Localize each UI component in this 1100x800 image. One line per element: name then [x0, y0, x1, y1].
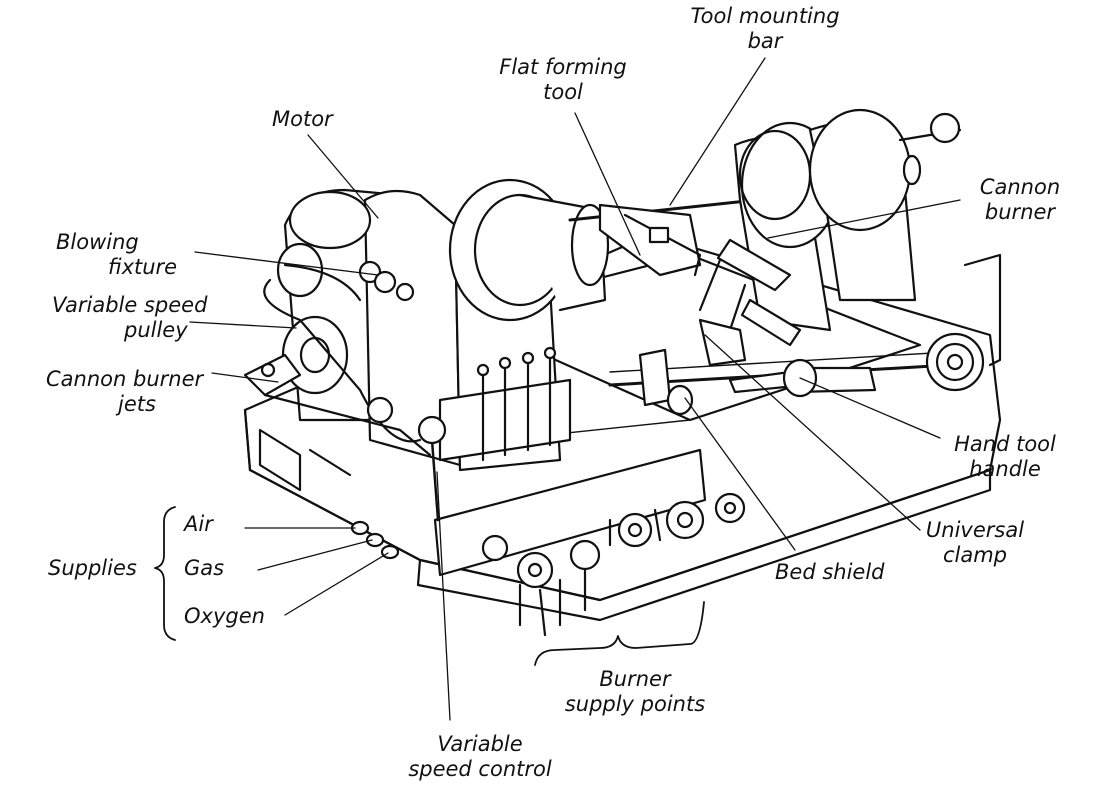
label-variable-speed-control-line2: speed control — [408, 757, 552, 781]
label-cannon-burner-jets-line1: Cannon burner — [46, 367, 204, 391]
supply-valves — [481, 492, 746, 637]
label-variable-speed-pulley: Variable speed pulley — [52, 293, 207, 343]
label-bed-shield: Bed shield — [775, 560, 885, 584]
speed-lever — [417, 415, 447, 522]
label-universal-clamp: Universal clamp — [905, 518, 1045, 568]
label-hand-tool-handle: Hand tool handle — [935, 432, 1075, 482]
label-burner-supply-points-line1: Burner — [599, 667, 671, 691]
label-universal-clamp-line1: Universal — [925, 518, 1025, 542]
label-cannon-burner-jets: Cannon burner jets — [46, 367, 203, 417]
label-oxygen: Oxygen — [184, 604, 265, 628]
label-variable-speed-pulley-line1: Variable speed — [52, 293, 208, 317]
label-blowing-fixture: Blowing fixture — [56, 230, 177, 280]
control-rods — [476, 346, 557, 462]
label-burner-supply-points: Burner supply points — [535, 667, 735, 717]
label-tool-mounting-bar: Tool mounting bar — [680, 4, 850, 54]
label-hand-tool-handle-line2: handle — [969, 457, 1041, 481]
cannon-burner — [698, 238, 802, 347]
label-cannon-burner-line2: burner — [984, 200, 1056, 224]
label-gas: Gas — [184, 556, 225, 580]
label-universal-clamp-line2: clamp — [942, 543, 1008, 567]
label-hand-tool-handle-line1: Hand tool — [954, 432, 1056, 456]
label-blowing-fixture-line1: Blowing — [56, 230, 139, 254]
label-motor: Motor — [272, 107, 333, 131]
burner-jets — [243, 353, 432, 457]
label-variable-speed-control-line1: Variable — [437, 732, 523, 756]
label-variable-speed-pulley-line2: pulley — [124, 318, 188, 342]
label-blowing-fixture-line2: fixture — [108, 255, 178, 279]
braces — [154, 506, 705, 666]
label-tool-mounting-bar-line1: Tool mounting — [690, 4, 840, 28]
label-tool-mounting-bar-line2: bar — [747, 29, 783, 53]
label-flat-forming-tool: Flat forming tool — [488, 55, 638, 105]
label-cannon-burner-line1: Cannon — [979, 175, 1061, 199]
label-cannon-burner: Cannon burner — [955, 175, 1085, 225]
label-flat-forming-tool-line1: Flat forming — [499, 55, 627, 79]
label-supplies: Supplies — [48, 556, 137, 580]
label-flat-forming-tool-line2: tool — [543, 80, 583, 104]
label-cannon-burner-jets-line2: jets — [118, 392, 156, 416]
label-burner-supply-points-line2: supply points — [564, 692, 706, 716]
tailstock-right — [733, 108, 962, 332]
supply-nozzles — [350, 520, 400, 560]
motor-pulleys — [263, 190, 422, 443]
leader-lines — [189, 57, 961, 721]
label-variable-speed-control: Variable speed control — [395, 732, 565, 782]
label-air: Air — [184, 512, 213, 536]
